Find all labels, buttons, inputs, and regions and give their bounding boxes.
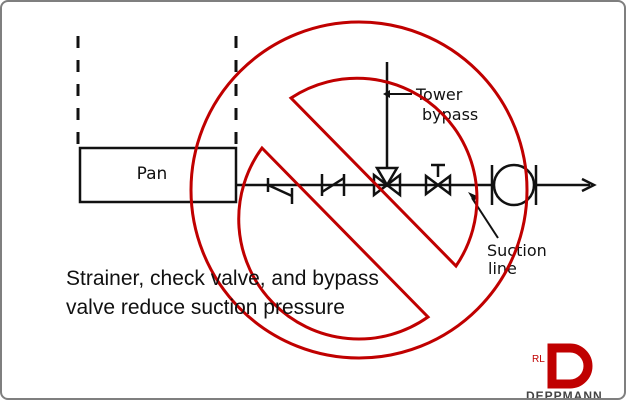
tower-bypass-label-1: Tower xyxy=(415,85,463,104)
logo-brand-text: DEPPMANN xyxy=(526,389,603,400)
caption: Strainer, check valve, and bypass valve … xyxy=(66,264,486,322)
pump-symbol xyxy=(490,163,597,207)
logo-rl-text: RL xyxy=(532,354,545,365)
deppmann-logo: RL DEPPMANN xyxy=(526,343,603,400)
prohibition-upper-segment xyxy=(288,76,479,269)
logo-d-mark xyxy=(547,343,593,389)
check-valve-symbol xyxy=(320,174,346,196)
pan-box xyxy=(78,146,238,204)
pan-label: Pan xyxy=(137,164,168,184)
caption-line-1: Strainer, check valve, and bypass xyxy=(66,267,379,290)
tower-bypass-arrow xyxy=(383,90,390,98)
prohibition-lower-segment xyxy=(237,145,431,341)
caption-line-2: valve reduce suction pressure xyxy=(66,296,345,319)
bypass-valve-symbol xyxy=(372,62,402,198)
prohibition-outer-circle xyxy=(189,20,529,360)
prohibition-symbol xyxy=(189,20,529,360)
strainer-symbol xyxy=(266,178,294,204)
gate-valve-symbol xyxy=(424,163,452,197)
suction-line-arrow xyxy=(468,192,477,202)
